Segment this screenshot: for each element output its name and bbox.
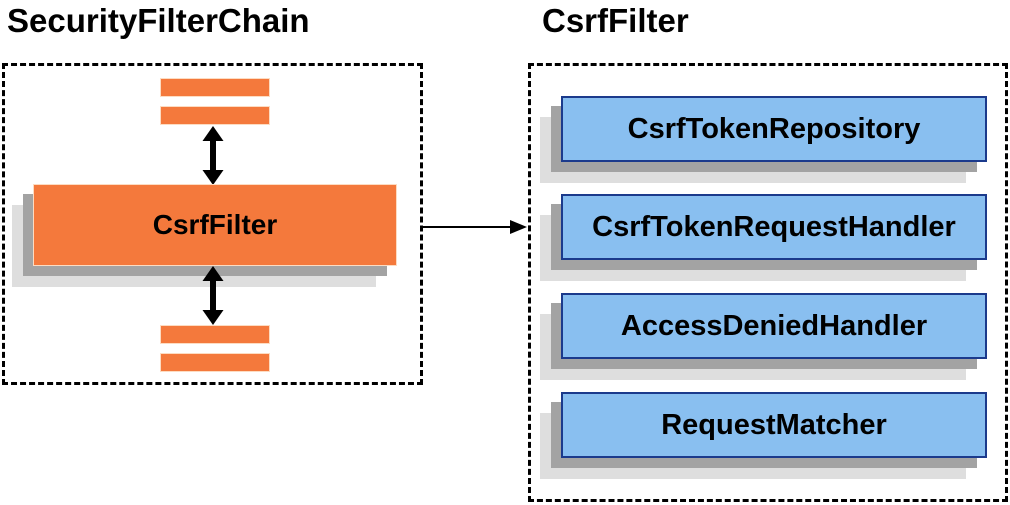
csrf-filter-node-group: CsrfFilter <box>12 184 397 287</box>
csrf-token-repository-label: CsrfTokenRepository <box>627 112 921 145</box>
filter-slot-bar-top-1 <box>160 78 270 97</box>
filter-slot-bar-bottom-1 <box>160 325 270 344</box>
right-panel-title: CsrfFilter <box>542 2 689 39</box>
access-denied-handler-node: AccessDeniedHandler <box>561 293 987 359</box>
bidirectional-arrow-icon <box>202 266 224 325</box>
request-matcher-node: RequestMatcher <box>561 392 987 458</box>
filter-slot-bar-top-2 <box>160 106 270 125</box>
csrf-filter-node: CsrfFilter <box>33 184 397 266</box>
security-filter-chain-container <box>2 63 423 385</box>
request-matcher-label: RequestMatcher <box>661 408 887 441</box>
bidirectional-arrow-icon <box>202 126 224 185</box>
access-denied-handler-node-group: AccessDeniedHandler <box>540 293 987 380</box>
left-panel-title: SecurityFilterChain <box>7 2 310 39</box>
access-denied-handler-label: AccessDeniedHandler <box>620 309 928 342</box>
csrf-token-request-handler-node: CsrfTokenRequestHandler <box>561 194 987 260</box>
csrf-filter-container <box>528 63 1008 502</box>
filter-slot-bar-bottom-2 <box>160 353 270 372</box>
csrf-token-repository-node-group: CsrfTokenRepository <box>540 96 987 183</box>
csrf-token-request-handler-node-group: CsrfTokenRequestHandler <box>540 194 987 281</box>
flow-arrow-icon <box>422 220 527 234</box>
csrf-token-request-handler-label: CsrfTokenRequestHandler <box>592 210 956 243</box>
request-matcher-node-group: RequestMatcher <box>540 392 987 479</box>
csrf-token-repository-node: CsrfTokenRepository <box>561 96 987 162</box>
csrf-filter-node-label: CsrfFilter <box>152 209 278 240</box>
